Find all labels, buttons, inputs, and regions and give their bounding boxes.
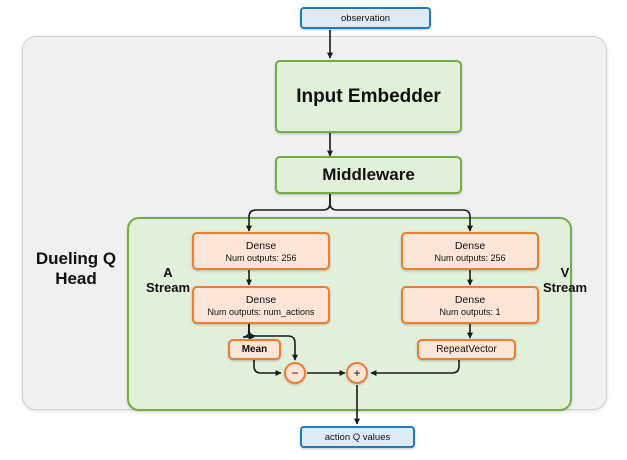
v-dense-256-node[interactable]: Dense Num outputs: 256 — [401, 232, 539, 270]
middleware-label: Middleware — [322, 165, 415, 184]
v-stream-label: V Stream — [542, 265, 588, 296]
mean-node[interactable]: Mean — [228, 339, 281, 360]
middleware-node[interactable]: Middleware — [275, 156, 462, 194]
input-embedder-node[interactable]: Input Embedder — [275, 60, 462, 133]
repeat-vector-node[interactable]: RepeatVector — [417, 339, 516, 360]
add-operator-node[interactable]: + — [346, 362, 368, 384]
a-dense-actions-title: Dense — [245, 293, 277, 306]
a-dense-actions-node[interactable]: Dense Num outputs: num_actions — [192, 286, 330, 324]
a-dense-256-title: Dense — [245, 239, 277, 252]
subtract-operator-node[interactable]: − — [284, 362, 306, 384]
action-q-values-label: action Q values — [324, 431, 391, 443]
v-dense-256-subtitle: Num outputs: 256 — [434, 252, 506, 263]
v-dense-1-node[interactable]: Dense Num outputs: 1 — [401, 286, 539, 324]
dueling-q-head-label: Dueling Q Head — [35, 249, 117, 289]
v-dense-256-title: Dense — [454, 239, 486, 252]
repeat-vector-label: RepeatVector — [436, 344, 497, 355]
input-embedder-label: Input Embedder — [296, 85, 441, 107]
v-dense-1-subtitle: Num outputs: 1 — [439, 306, 501, 317]
subtract-symbol: − — [291, 366, 299, 380]
a-dense-256-subtitle: Num outputs: 256 — [225, 252, 297, 263]
action-q-values-node[interactable]: action Q values — [300, 426, 415, 448]
a-stream-label: A Stream — [145, 265, 191, 296]
observation-label: observation — [340, 12, 391, 24]
mean-label: Mean — [241, 344, 268, 355]
a-dense-256-node[interactable]: Dense Num outputs: 256 — [192, 232, 330, 270]
observation-node[interactable]: observation — [300, 7, 431, 29]
v-dense-1-title: Dense — [454, 293, 486, 306]
a-dense-actions-subtitle: Num outputs: num_actions — [207, 306, 315, 317]
add-symbol: + — [353, 366, 361, 380]
